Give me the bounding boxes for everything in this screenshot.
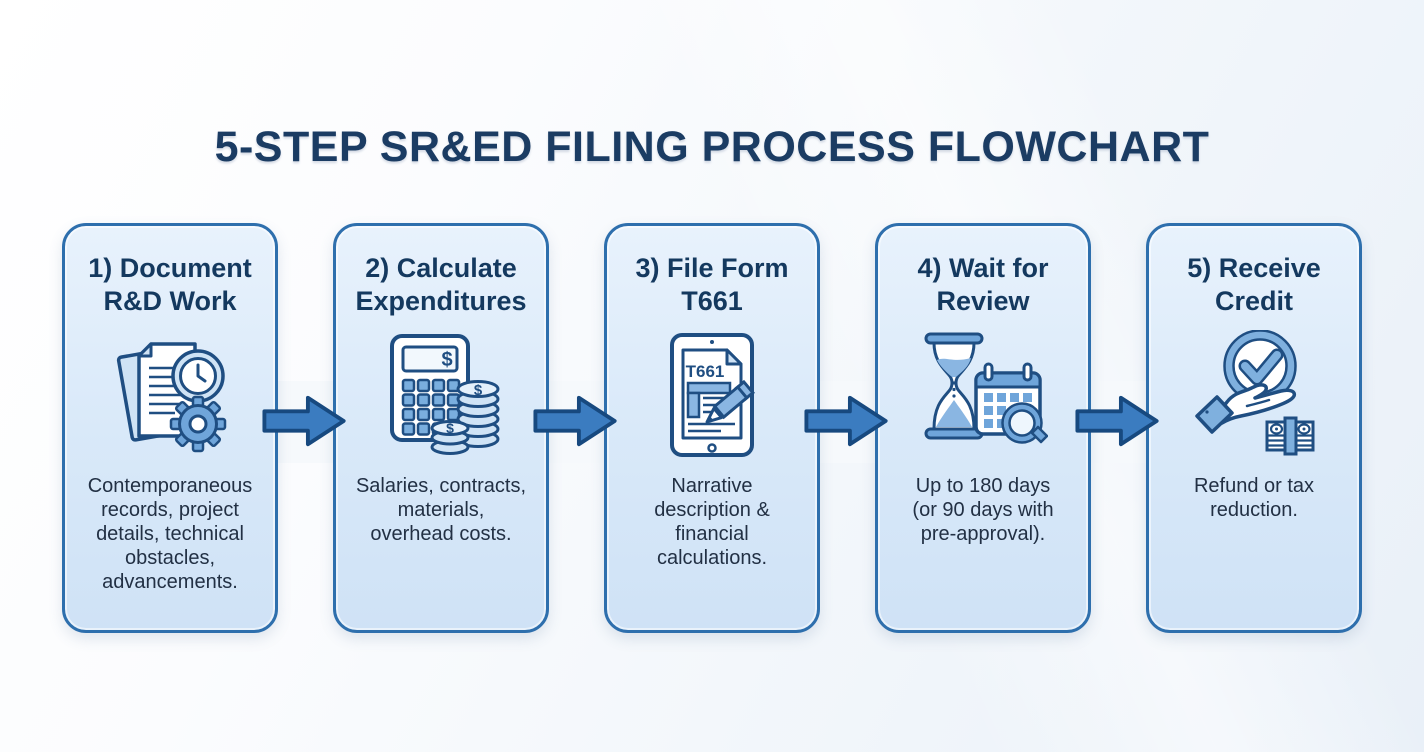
coin-dollar-text: $ [474, 382, 483, 399]
tablet-home-button [707, 443, 717, 453]
tablet-camera-dot [710, 340, 714, 344]
calculator-display-text: $ [441, 349, 452, 371]
hourglass-calendar-magnifier-icon [924, 332, 1048, 444]
flow-arrow-icon [262, 395, 346, 447]
form-t661-label: T661 [686, 362, 725, 381]
flow-arrow-icon [533, 395, 617, 447]
pen [705, 379, 755, 424]
hand-checkmark-banknotes-icon [1195, 330, 1315, 456]
flow-arrow-icon [804, 395, 888, 447]
documents-clock-gear-icon [116, 342, 227, 453]
step-card-2: 2) Calculate Expenditures $ $ $ Salaries… [333, 223, 549, 633]
cuff [1195, 395, 1234, 434]
step-card-1: 1) Document R&D Work Contemporaneous rec… [62, 223, 278, 633]
step-description: Up to 180 days (or 90 days with pre-appr… [912, 475, 1054, 545]
flow-arrow-icon [1075, 395, 1159, 447]
tablet-form-pen-icon: T661 [670, 333, 755, 457]
step-card-3: 3) File Form T661 T661 Narrative descrip… [604, 223, 820, 633]
coin-dollar-text: $ [446, 420, 454, 436]
step-title: 4) Wait for Review [917, 253, 1049, 316]
banknote-stack [1265, 416, 1315, 456]
coin-stack-front [430, 420, 470, 455]
step-description: Contemporaneous records, project details… [87, 475, 253, 593]
magnifier [1001, 402, 1048, 444]
step-description: Narrative description & financial calcul… [654, 475, 770, 569]
step-title: 5) Receive Credit [1187, 253, 1321, 316]
step-title: 1) Document R&D Work [88, 253, 252, 316]
calculator-coins-icon: $ $ $ [390, 334, 500, 455]
step-title: 2) Calculate Expenditures [355, 253, 527, 316]
step-card-4: 4) Wait for Review Up to 180 days (or 90… [875, 223, 1091, 633]
step-description: Salaries, contracts, materials, overhead… [355, 475, 527, 545]
step-title: 3) File Form T661 [635, 253, 789, 316]
page-title: 5-STEP SR&ED FILING PROCESS FLOWCHART [214, 122, 1210, 171]
step-description: Refund or tax reduction. [1193, 475, 1315, 521]
step-card-5: 5) Receive Credit Refund or tax reductio… [1146, 223, 1362, 633]
